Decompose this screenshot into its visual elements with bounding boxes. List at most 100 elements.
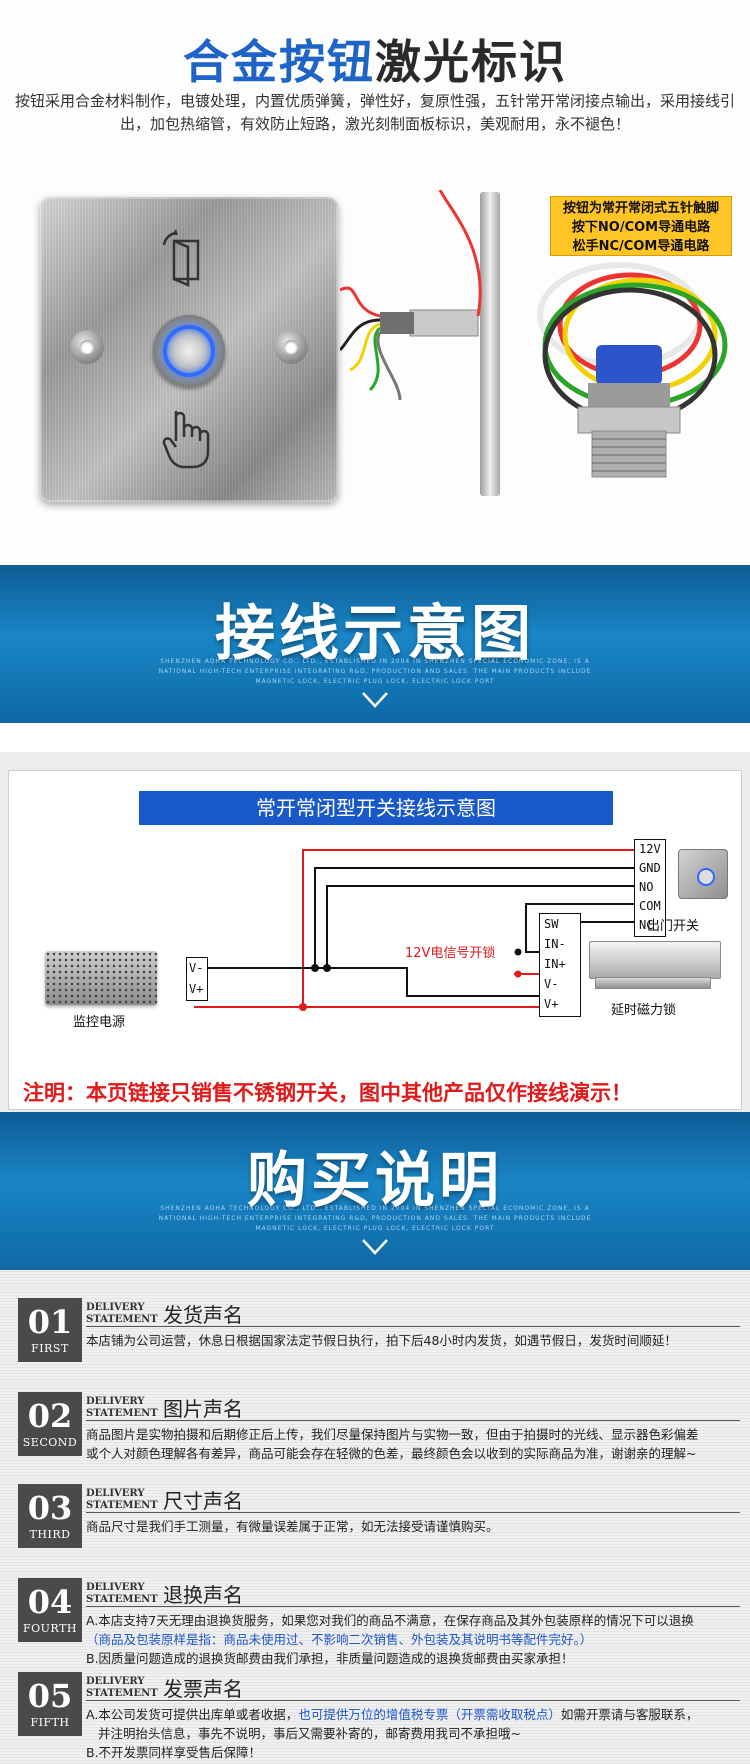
invoice-text-b: 如需开票请与客服联系， xyxy=(560,1707,699,1722)
signal-label: 12V电信号开锁 xyxy=(405,946,496,961)
chevron-down-icon xyxy=(362,692,388,708)
delivery-statement-label: DELIVERY STATEMENT xyxy=(86,1396,158,1420)
terminal-12v: 12V xyxy=(639,842,661,856)
wiring-diagram-card: 常开常闭型开关接线示意图 xyxy=(8,770,742,1110)
note-heading: 图片声名 xyxy=(163,1397,243,1421)
number-badge: 05 FIFTH xyxy=(18,1672,82,1736)
wiring-note: 注明：本页链接只销售不锈钢开关，图中其他产品仅作接线演示！ xyxy=(23,1081,632,1105)
badge-number: 04 xyxy=(27,1583,73,1621)
terminal-gnd: GND xyxy=(639,861,661,875)
divider xyxy=(86,1420,740,1421)
ds-line: DELIVERY xyxy=(86,1582,145,1593)
note-heading: 退换声名 xyxy=(163,1583,243,1607)
badge-word: FOURTH xyxy=(23,1622,77,1635)
terminal-v-plus: V+ xyxy=(544,997,559,1011)
ds-line: STATEMENT xyxy=(86,1314,158,1325)
ds-line: STATEMENT xyxy=(86,1408,158,1419)
wiring-banner: 接线示意图 SHENZHEN AOHA TECHNOLOGY CO., LTD.… xyxy=(0,565,750,723)
number-badge: 02 SECOND xyxy=(18,1392,82,1456)
invoice-text-a: A.本公司发货可提供出库单或者收据， xyxy=(86,1707,299,1722)
note-text: 本店铺为公司运营，休息日根据国家法定节假日执行，拍下后48小时内发货，如遇节假日… xyxy=(86,1333,677,1348)
title-highlight: 合金按钮 xyxy=(183,35,375,89)
button-plate-image xyxy=(40,197,338,502)
ds-line: STATEMENT xyxy=(86,1688,158,1699)
lock-terminal-block: SW IN- IN+ V- V+ xyxy=(539,913,581,1017)
psu-terminal-v-minus: V- xyxy=(189,961,204,975)
note-text: A.本店支持7天无理由退换货服务，如果您对我们的商品不满意，在保存商品及其外包装… xyxy=(86,1613,694,1628)
note-text: 商品图片是实物拍摄和后期修正后上传，我们尽量保持图片与实物一致，但由于拍摄时的光… xyxy=(86,1427,699,1442)
delivery-statement-label: DELIVERY STATEMENT xyxy=(86,1582,158,1606)
note-heading: 发票声名 xyxy=(163,1677,243,1701)
terminal-com: COM xyxy=(639,899,661,913)
terminal-nc: NC xyxy=(639,918,654,932)
wiring-section: 常开常闭型开关接线示意图 xyxy=(0,752,750,1127)
purchase-notes-section: 01 FIRST DELIVERY STATEMENT 发货声名 本店铺为公司运… xyxy=(0,1270,750,1764)
ds-line: DELIVERY xyxy=(86,1676,145,1687)
note-text: 或个人对颜色理解各有差异，商品可能会存在轻微的色差，最终颜色会以收到的实际商品为… xyxy=(86,1446,697,1461)
product-description: 按钮采用合金材料制作，电镀处理，内置优质弹簧，弹性好，复原性强，五针常开常闭接点… xyxy=(14,92,735,133)
exit-switch-label: 出门开关 xyxy=(647,919,700,934)
terminal-in-minus: IN- xyxy=(544,937,566,951)
note-text: 并注明抬头信息，事先不说明，事后又需要补寄的，邮寄费用我司不承担哦~ xyxy=(98,1726,521,1741)
contact-callout: 按钮为常开常闭式五针触脚 按下NO/COM导通电路 松手NC/COM导通电路 xyxy=(550,196,732,256)
power-supply-label: 监控电源 xyxy=(73,1015,126,1030)
chevron-down-icon xyxy=(362,1239,388,1255)
purchase-banner: 购买说明 SHENZHEN AOHA TECHNOLOGY CO., LTD.,… xyxy=(0,1112,750,1270)
callout-line: 按钮为常开常闭式五针触脚 xyxy=(562,201,719,216)
callout-line: 按下NO/COM导通电路 xyxy=(571,220,711,235)
ds-line: DELIVERY xyxy=(86,1488,145,1499)
magnetic-lock-plate xyxy=(595,977,711,989)
product-intro-section: 合金按钮激光标识 按钮采用合金材料制作，电镀处理，内置优质弹簧，弹性好，复原性强… xyxy=(0,0,750,565)
note-heading: 发货声名 xyxy=(163,1303,243,1327)
note-text: A.本公司发货可提供出库单或者收据，也可提供万位的增值税专票（开票需收取税点）如… xyxy=(86,1705,741,1724)
divider xyxy=(86,1512,740,1513)
screw-icon xyxy=(274,330,308,364)
badge-word: FIFTH xyxy=(30,1716,70,1729)
invoice-text-highlight: 也可提供万位的增值税专票（开票需收取税点） xyxy=(298,1707,561,1722)
magnetic-lock-label: 延时磁力锁 xyxy=(611,1003,677,1018)
note-heading: 尺寸声名 xyxy=(163,1489,243,1513)
delivery-statement-label: DELIVERY STATEMENT xyxy=(86,1302,158,1326)
terminal-v-minus: V- xyxy=(544,977,559,991)
exit-switch-image xyxy=(678,849,728,899)
side-wires-image xyxy=(340,190,482,401)
banner-title: 接线示意图 xyxy=(215,599,535,669)
ds-line: STATEMENT xyxy=(86,1594,158,1605)
terminal-no: NO xyxy=(639,880,654,894)
delivery-statement-label: DELIVERY STATEMENT xyxy=(86,1488,158,1512)
psu-terminal-block: V- V+ xyxy=(186,957,208,1001)
number-badge: 01 FIRST xyxy=(18,1298,82,1362)
badge-number: 05 xyxy=(27,1677,73,1715)
terminal-sw: SW xyxy=(544,917,559,931)
banner-subtitle: SHENZHEN AOHA TECHNOLOGY CO., LTD., ESTA… xyxy=(158,658,592,685)
terminal-in-plus: IN+ xyxy=(544,957,566,971)
badge-number: 01 xyxy=(27,1303,73,1341)
divider xyxy=(86,1606,740,1607)
hand-press-icon xyxy=(162,411,210,469)
number-badge: 04 FOURTH xyxy=(18,1578,82,1642)
power-supply-image xyxy=(45,951,157,1005)
banner-title: 购买说明 xyxy=(247,1146,503,1216)
note-text: 商品尺寸是我们手工测量，有微量误差属于正常，如无法接受请谨慎购买。 xyxy=(86,1519,499,1534)
door-open-icon xyxy=(162,229,200,287)
divider xyxy=(86,1326,740,1327)
delivery-statement-label: DELIVERY STATEMENT xyxy=(86,1676,158,1700)
product-intro-title: 合金按钮激光标识 xyxy=(0,26,750,92)
psu-terminal-v-plus: V+ xyxy=(189,982,204,996)
badge-number: 02 xyxy=(27,1397,73,1435)
badge-word: THIRD xyxy=(29,1528,71,1541)
magnetic-lock-image xyxy=(589,941,721,979)
switch-terminal-block: 12V GND NO COM NC xyxy=(634,839,666,937)
badge-number: 03 xyxy=(27,1489,73,1527)
wiring-lines xyxy=(194,849,634,1011)
badge-word: FIRST xyxy=(31,1342,69,1355)
wiring-diagram-title: 常开常闭型开关接线示意图 xyxy=(139,791,613,825)
button-side-view xyxy=(480,192,500,496)
push-button-icon xyxy=(153,315,225,387)
screw-icon xyxy=(70,330,104,364)
ds-line: STATEMENT xyxy=(86,1500,158,1511)
callout-line: 松手NC/COM导通电路 xyxy=(572,239,710,254)
note-text-highlight: （商品及包装原样是指：商品未使用过、不影响二次销售、外包装及其说明书等配件完好。… xyxy=(86,1632,593,1647)
ds-line: DELIVERY xyxy=(86,1302,145,1313)
